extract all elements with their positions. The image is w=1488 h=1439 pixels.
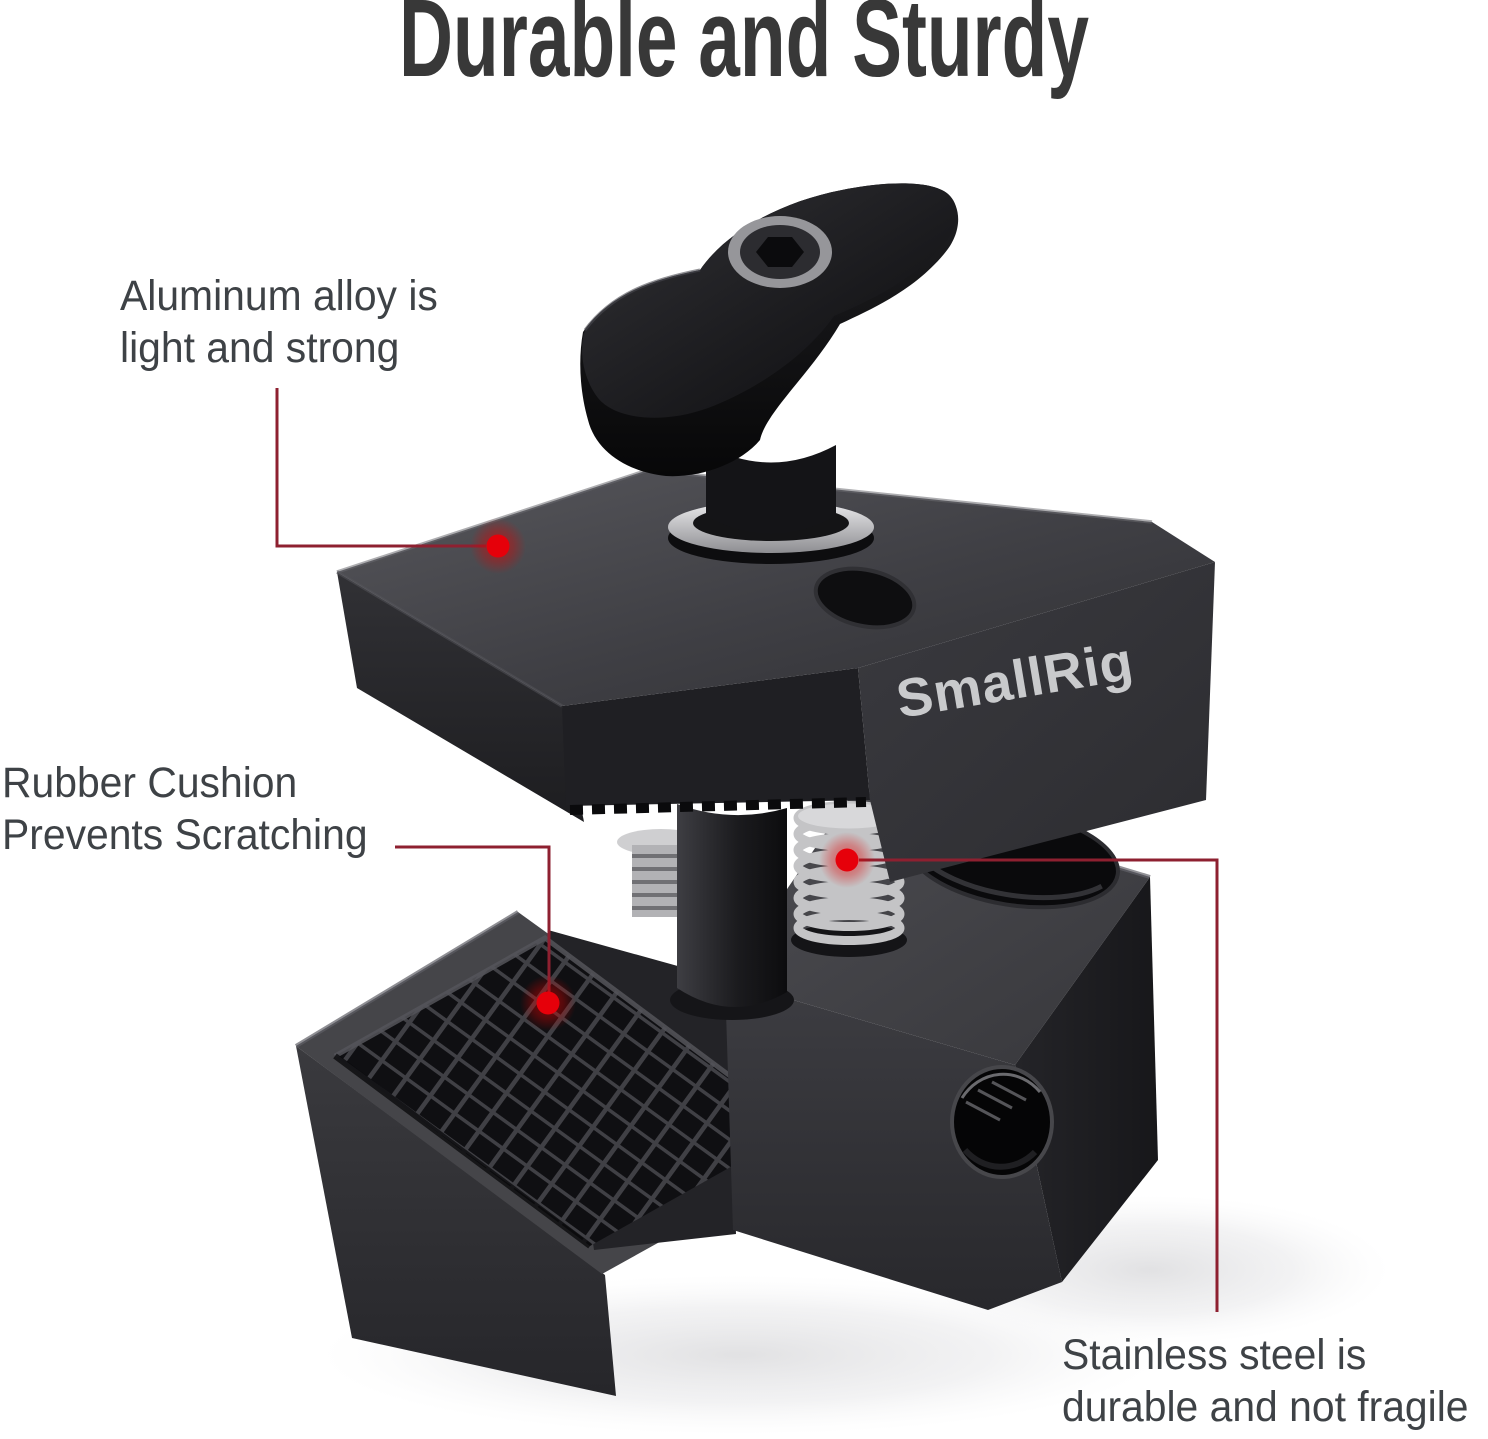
plate-top-face [337, 470, 1215, 706]
rubber-pad [333, 935, 802, 1249]
hex-socket-screw [728, 216, 832, 288]
page-title: Durable and Sturdy [399, 0, 1089, 100]
clamp-top-plate: SmallRig [336, 468, 1215, 882]
marker-aluminum [486, 534, 510, 558]
callout-aluminum-line2: light and strong [120, 324, 400, 372]
leader-steel [859, 858, 1219, 1312]
callout-steel-line1: Stainless steel is [1062, 1331, 1367, 1379]
wing-knob-assembly [580, 183, 959, 564]
wing-knob-top [582, 183, 957, 418]
callout-rubber-line1: Rubber Cushion [2, 759, 298, 807]
callout-label-steel: Stainless steel is durable and not fragi… [1062, 1329, 1469, 1433]
callout-rubber-line2: Prevents Scratching [2, 811, 368, 859]
knob-spacer [706, 445, 836, 534]
marker-rubber [536, 991, 560, 1015]
block-front-face [725, 980, 1062, 1310]
leader-lines [275, 388, 1219, 1312]
leader-rubber [395, 845, 551, 992]
threaded-hole [950, 1065, 1054, 1179]
plate-left-face [337, 572, 584, 822]
callout-steel-line2: durable and not fragile [1062, 1383, 1469, 1431]
foot-front-face [296, 1046, 616, 1396]
red-markers [470, 518, 875, 1031]
jaw-serration [569, 797, 867, 815]
plate-logo-face [858, 562, 1215, 882]
marker-steel [835, 848, 859, 872]
callout-label-aluminum: Aluminum alloy is light and strong [120, 270, 438, 374]
center-post [677, 804, 787, 1008]
callout-aluminum-line1: Aluminum alloy is [120, 272, 438, 320]
block-right-face [1015, 877, 1158, 1282]
clamp-lower-block [294, 786, 1158, 1396]
leader-aluminum [275, 388, 486, 548]
plate-top-hole [813, 566, 917, 630]
plate-jaw-face [562, 668, 870, 806]
callout-label-rubber: Rubber Cushion Prevents Scratching [2, 757, 368, 861]
